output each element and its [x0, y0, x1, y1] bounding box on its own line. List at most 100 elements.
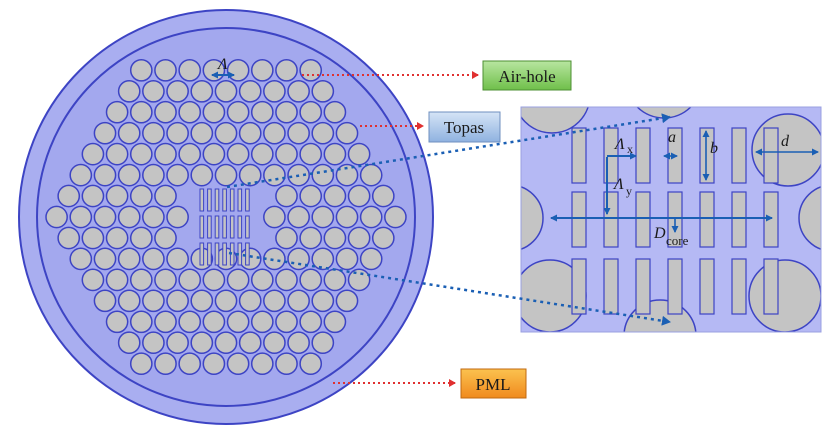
air-hole [250, 100, 274, 124]
air-hole [81, 184, 105, 208]
air-hole-label: Air-hole [498, 67, 555, 86]
air-hole [335, 121, 359, 145]
zoom-slot [571, 258, 587, 315]
air-hole [323, 226, 347, 250]
air-hole [81, 268, 105, 292]
lambda-x-subscript: x [627, 142, 633, 156]
air-hole [299, 226, 323, 250]
air-hole [347, 184, 371, 208]
pml-label-box [460, 368, 527, 399]
air-hole [154, 184, 177, 208]
air-hole [166, 289, 189, 313]
core-slot [245, 215, 250, 239]
air-hole [287, 121, 310, 145]
air-hole [105, 142, 129, 166]
air-hole [299, 58, 323, 82]
air-hole [275, 100, 298, 124]
air-hole [129, 58, 153, 82]
air-hole [359, 163, 383, 187]
air-hole [190, 289, 214, 313]
zoom-slot [667, 258, 683, 315]
air-hole-label-box [482, 60, 572, 91]
air-hole [105, 184, 129, 208]
air-hole [202, 352, 226, 376]
air-hole [45, 205, 68, 229]
air-hole [202, 310, 226, 334]
air-hole [347, 268, 371, 292]
air-hole [263, 121, 286, 145]
zoom-slot [763, 127, 779, 184]
air-hole [226, 100, 250, 124]
air-hole [335, 247, 359, 271]
air-hole [275, 58, 298, 82]
zoom-slot [731, 127, 747, 184]
air-hole [166, 163, 189, 187]
air-hole [323, 184, 347, 208]
air-hole [347, 226, 371, 250]
d-core-symbol: D [653, 225, 666, 242]
core-slot [229, 188, 235, 212]
air-hole [166, 247, 189, 271]
air-hole [371, 226, 395, 250]
air-hole [69, 163, 93, 187]
air-hole [311, 205, 335, 229]
air-hole [166, 205, 189, 229]
air-hole [142, 331, 165, 355]
core-slot [199, 188, 205, 212]
core-slot [222, 242, 227, 266]
air-hole [129, 184, 153, 208]
core-slot [207, 188, 212, 212]
air-hole [117, 247, 141, 271]
air-hole [323, 310, 347, 334]
air-hole [335, 205, 359, 229]
air-hole [129, 352, 153, 376]
air-hole [275, 184, 298, 208]
air-hole [190, 79, 214, 103]
air-hole [323, 142, 347, 166]
air-hole [117, 163, 141, 187]
pitch-symbol: Λ [216, 56, 228, 73]
air-hole [93, 289, 117, 313]
air-hole [238, 289, 262, 313]
air-hole [299, 184, 323, 208]
core-slot [237, 188, 243, 212]
air-hole [166, 79, 189, 103]
air-hole [226, 310, 250, 334]
air-hole [226, 352, 250, 376]
air-hole [250, 310, 274, 334]
air-hole [335, 163, 359, 187]
air-hole [299, 310, 323, 334]
air-hole [263, 331, 286, 355]
air-hole [105, 100, 129, 124]
air-hole [214, 163, 238, 187]
zoom-slot [763, 258, 779, 315]
core-slot [199, 242, 205, 266]
air-hole [142, 205, 165, 229]
air-hole [263, 79, 286, 103]
air-hole [275, 352, 298, 376]
zoom-slot [731, 191, 747, 248]
air-hole [287, 331, 310, 355]
air-hole [154, 352, 177, 376]
fiber-cross-section: Λ [18, 9, 434, 425]
air-hole [202, 142, 226, 166]
air-hole [311, 331, 335, 355]
air-hole [105, 310, 129, 334]
air-hole [299, 268, 323, 292]
air-hole [226, 58, 250, 82]
topas-label: Topas [444, 118, 484, 137]
zoom-slot [731, 258, 747, 315]
air-hole [105, 226, 129, 250]
air-hole [287, 79, 310, 103]
air-hole [323, 100, 347, 124]
air-hole [263, 289, 286, 313]
zoom-slot [571, 127, 587, 184]
air-hole [154, 100, 177, 124]
core-slot [245, 188, 250, 212]
air-hole [129, 100, 153, 124]
air-hole [275, 142, 298, 166]
pml-label: PML [476, 375, 511, 394]
air-hole [154, 226, 177, 250]
air-hole [299, 352, 323, 376]
air-hole [263, 247, 286, 271]
